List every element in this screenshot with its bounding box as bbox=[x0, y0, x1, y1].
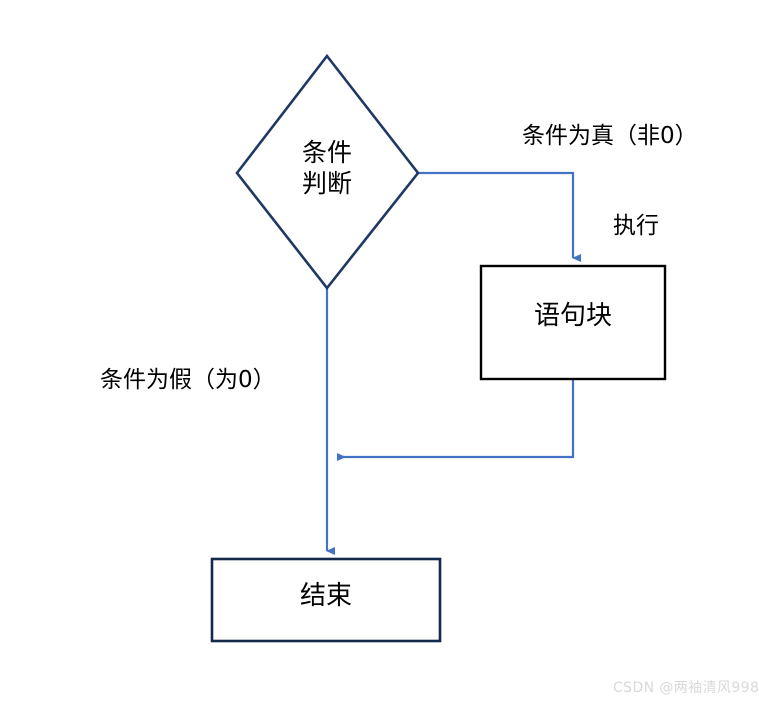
node-statement-block-rect[interactable] bbox=[479, 264, 667, 381]
edge-label-execute: 执行 bbox=[613, 213, 659, 239]
watermark-text: CSDN @两袖清风998 bbox=[613, 680, 759, 696]
edge-true-branch bbox=[418, 171, 581, 262]
node-condition-diamond[interactable] bbox=[235, 53, 420, 291]
edge-loop-back bbox=[337, 379, 575, 461]
node-end-rect[interactable] bbox=[210, 557, 442, 643]
edge-label-false-branch: 条件为假（为0） bbox=[100, 367, 276, 393]
edge-label-true-branch: 条件为真（非0） bbox=[522, 123, 698, 149]
